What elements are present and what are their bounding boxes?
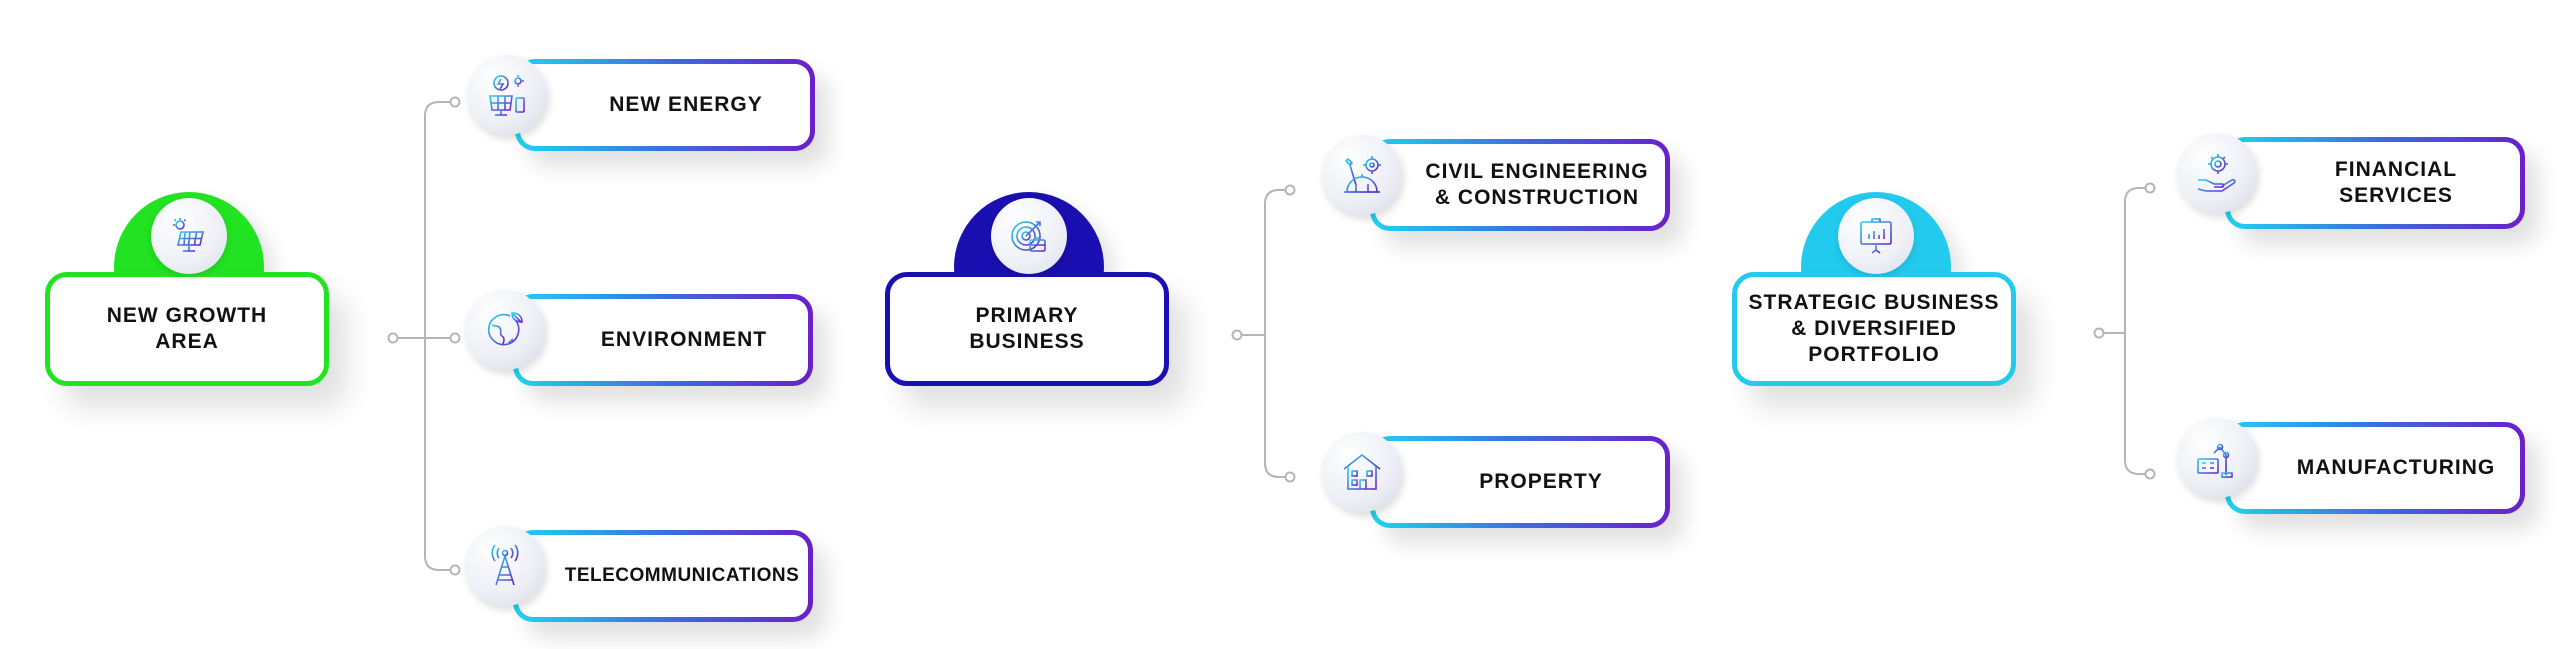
leaf-label: PROPERTY xyxy=(1479,470,1603,493)
leaf-label: ENVIRONMENT xyxy=(600,328,768,351)
connector-dot xyxy=(2144,182,2156,194)
leaf-card: NEW ENERGY xyxy=(515,59,815,151)
hub-label: STRATEGIC BUSINESS & DIVERSIFIED PORTFOL… xyxy=(1748,291,2000,366)
leaf-telecommunications[interactable]: TELECOMMUNICATIONS xyxy=(465,526,813,622)
connector-dot xyxy=(449,332,461,344)
leaf-civil-engineering-construction[interactable]: CIVIL ENGINEERING & CONSTRUCTION xyxy=(1322,135,1670,231)
leaf-card: ENVIRONMENT xyxy=(513,294,813,386)
hub-primary-business[interactable]: PRIMARY BUSINESS xyxy=(885,192,1169,386)
connector-dot xyxy=(1284,471,1296,483)
leaf-label: NEW ENERGY xyxy=(609,93,763,116)
leaf-card: CIVIL ENGINEERING & CONSTRUCTION xyxy=(1370,139,1670,231)
leaf-card: PROPERTY xyxy=(1370,436,1670,528)
hand-gear-icon xyxy=(2177,133,2257,213)
briefcase-target-icon xyxy=(991,198,1067,274)
leaf-label: FINANCIAL SERVICES xyxy=(2334,158,2458,207)
connector-bracket-2 xyxy=(2099,187,2150,475)
signal-tower-icon xyxy=(465,526,545,606)
construction-tools-icon xyxy=(1322,135,1402,215)
leaf-environment[interactable]: ENVIRONMENT xyxy=(465,290,813,386)
connector-dot xyxy=(1231,329,1243,341)
connector-dot xyxy=(1284,184,1296,196)
globe-leaf-icon xyxy=(465,290,545,370)
hub-card: NEW GROWTH AREA xyxy=(45,272,329,386)
leaf-card: FINANCIAL SERVICES xyxy=(2225,137,2525,229)
leaf-label: TELECOMMUNICATIONS xyxy=(564,565,800,586)
connector-dot xyxy=(387,332,399,344)
leaf-financial-services[interactable]: FINANCIAL SERVICES xyxy=(2177,133,2525,229)
hub-label: NEW GROWTH AREA xyxy=(106,304,268,353)
robotic-arm-icon xyxy=(2177,418,2257,498)
connector-bracket-0 xyxy=(393,101,455,571)
solar-energy-icon xyxy=(467,55,547,135)
leaf-card: TELECOMMUNICATIONS xyxy=(513,530,813,622)
presentation-board-icon xyxy=(1838,198,1914,274)
leaf-property[interactable]: PROPERTY xyxy=(1322,432,1670,528)
hub-new-growth-area[interactable]: NEW GROWTH AREA xyxy=(45,192,329,386)
connector-dot xyxy=(2093,327,2105,339)
leaf-manufacturing[interactable]: MANUFACTURING xyxy=(2177,418,2525,514)
hub-card: PRIMARY BUSINESS xyxy=(885,272,1169,386)
connector-dot xyxy=(2144,468,2156,480)
solar-panel-icon xyxy=(151,198,227,274)
hub-label: PRIMARY BUSINESS xyxy=(969,304,1085,353)
building-icon xyxy=(1322,432,1402,512)
hub-card: STRATEGIC BUSINESS & DIVERSIFIED PORTFOL… xyxy=(1732,272,2016,386)
leaf-label: CIVIL ENGINEERING & CONSTRUCTION xyxy=(1425,160,1649,209)
leaf-card: MANUFACTURING xyxy=(2225,422,2525,514)
hub-strategic-business[interactable]: STRATEGIC BUSINESS & DIVERSIFIED PORTFOL… xyxy=(1732,192,2016,386)
connector-bracket-1 xyxy=(1237,189,1290,478)
leaf-label: MANUFACTURING xyxy=(2296,456,2496,479)
connector-dot xyxy=(449,564,461,576)
leaf-new-energy[interactable]: NEW ENERGY xyxy=(467,55,815,151)
connector-dot xyxy=(449,96,461,108)
